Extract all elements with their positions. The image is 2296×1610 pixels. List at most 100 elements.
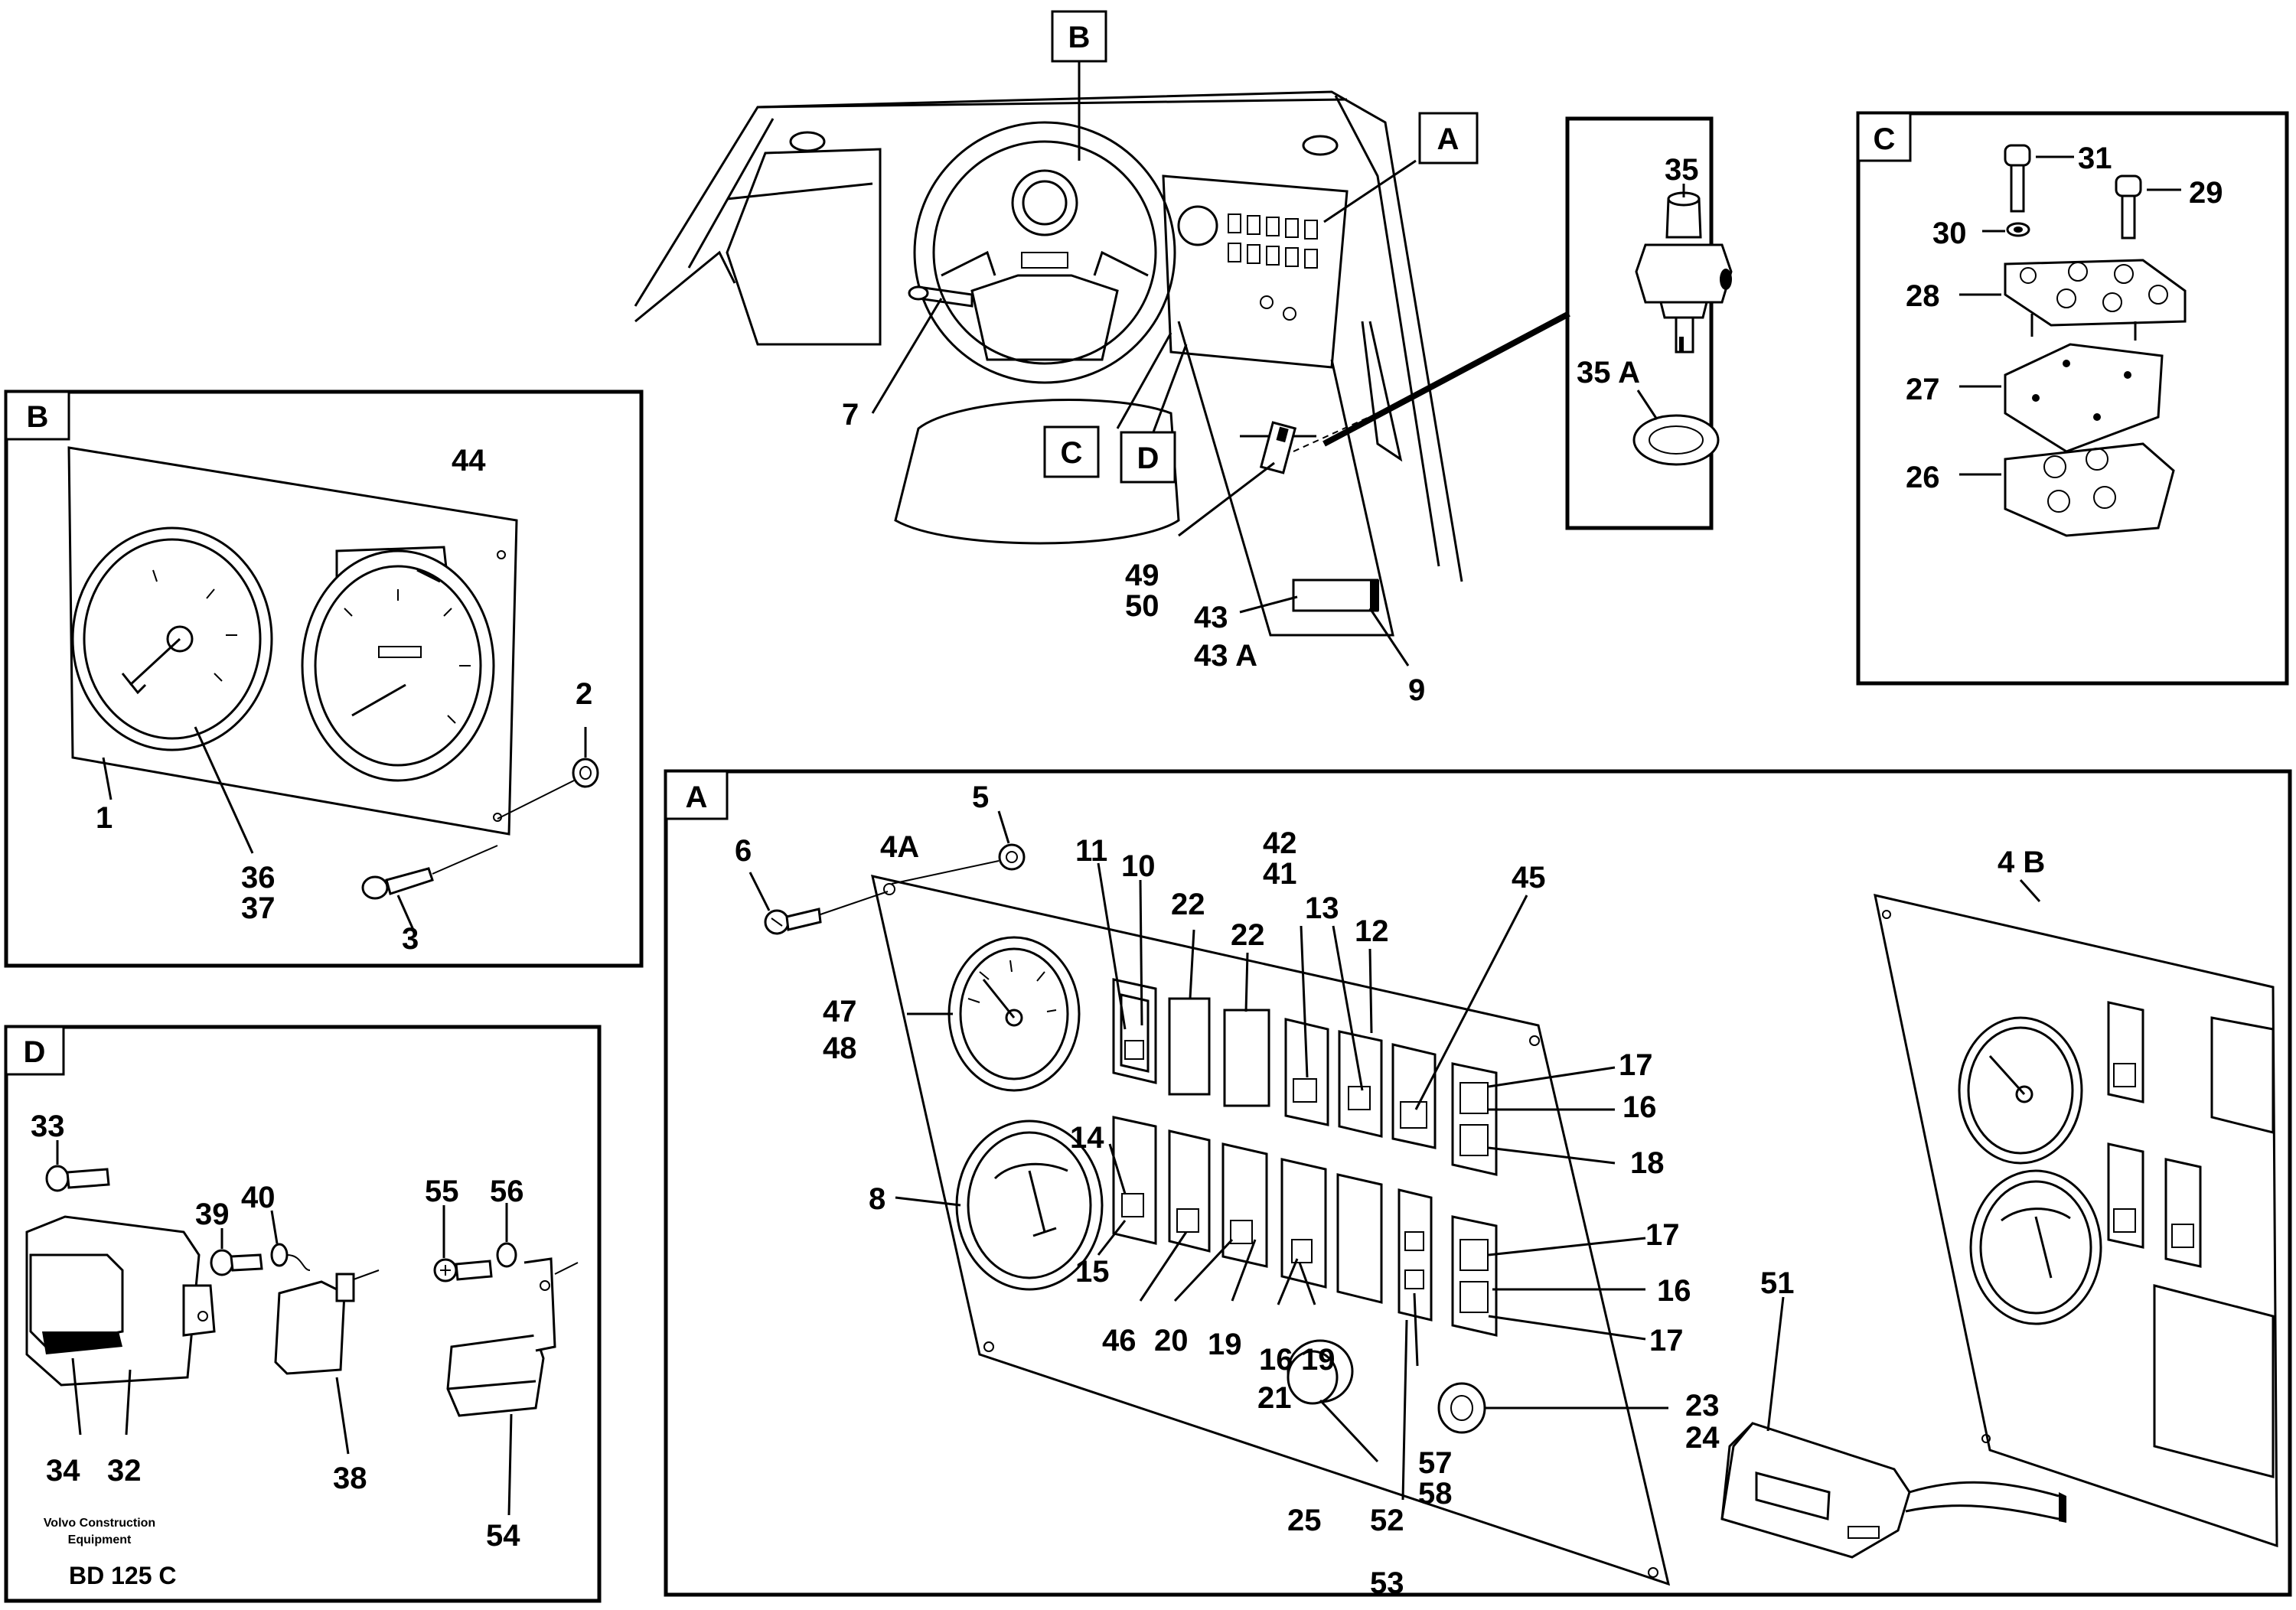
switch-20 bbox=[1168, 1129, 1211, 1253]
label-15: 15 bbox=[1075, 1255, 1110, 1289]
label-43A: 43 A bbox=[1194, 639, 1257, 673]
label-1: 1 bbox=[96, 801, 113, 835]
cab-rocker-switch bbox=[1259, 421, 1297, 474]
svg-text:B: B bbox=[1068, 21, 1091, 54]
label-17c: 17 bbox=[1649, 1324, 1684, 1357]
label-44: 44 bbox=[452, 444, 486, 477]
box-label-D-top: D bbox=[1120, 431, 1176, 484]
switch-4B-c bbox=[2164, 1158, 2202, 1268]
label-16a: 16 bbox=[1623, 1090, 1657, 1124]
label-35A: 35 A bbox=[1577, 356, 1640, 389]
gauge-8 bbox=[955, 1120, 1104, 1291]
switch-blank bbox=[1336, 1173, 1383, 1304]
screw-6 bbox=[748, 872, 889, 935]
label-22a: 22 bbox=[1171, 888, 1205, 921]
label-48: 48 bbox=[823, 1032, 857, 1065]
cab-leaders bbox=[871, 61, 1417, 666]
label-9: 9 bbox=[1408, 673, 1425, 707]
box-label-C-top: C bbox=[1043, 425, 1100, 478]
inset-sensor-35 bbox=[1565, 116, 1733, 530]
svg-text:D: D bbox=[1137, 442, 1159, 475]
label-18: 18 bbox=[1630, 1146, 1665, 1180]
svg-text:A: A bbox=[686, 781, 708, 814]
label-41: 41 bbox=[1263, 857, 1297, 891]
label-3: 3 bbox=[402, 922, 419, 956]
label-46: 46 bbox=[1102, 1324, 1137, 1357]
brand-line-2: Equipment bbox=[68, 1533, 132, 1546]
label-40: 40 bbox=[241, 1181, 276, 1214]
svg-text:A: A bbox=[1437, 122, 1459, 156]
brand-line-1: Volvo Construction bbox=[44, 1517, 155, 1530]
knob-23 bbox=[1437, 1382, 1486, 1434]
label-17b: 17 bbox=[1645, 1218, 1680, 1252]
nut-2 bbox=[572, 727, 599, 788]
switch-14-15 bbox=[1112, 1116, 1157, 1245]
switch-52-57 bbox=[1397, 1188, 1433, 1322]
gauge-47 bbox=[947, 936, 1081, 1092]
screw-39 bbox=[210, 1228, 263, 1276]
screw-33 bbox=[45, 1140, 110, 1192]
label-19a: 19 bbox=[1208, 1328, 1242, 1361]
steering-wheel bbox=[913, 121, 1176, 384]
detail-A-leaders bbox=[895, 862, 1668, 1501]
label-25: 25 bbox=[1287, 1504, 1322, 1537]
switch-4B-a bbox=[2107, 1001, 2144, 1103]
label-10: 10 bbox=[1121, 849, 1156, 883]
label-34: 34 bbox=[46, 1454, 80, 1488]
switch-16-18 bbox=[1451, 1062, 1498, 1176]
label-54: 54 bbox=[486, 1519, 520, 1553]
svg-text:D: D bbox=[24, 1035, 46, 1069]
label-51: 51 bbox=[1760, 1266, 1795, 1300]
label-26: 26 bbox=[1906, 461, 1940, 494]
label-50: 50 bbox=[1125, 589, 1159, 623]
cab-switch-grid bbox=[1228, 213, 1318, 269]
label-35: 35 bbox=[1665, 153, 1699, 187]
label-13: 13 bbox=[1305, 891, 1339, 925]
label-16b: 16 bbox=[1657, 1274, 1691, 1308]
label-28: 28 bbox=[1906, 279, 1940, 313]
label-39: 39 bbox=[195, 1198, 230, 1231]
screw-55 bbox=[433, 1205, 493, 1282]
label-5: 5 bbox=[972, 781, 989, 814]
label-19b: 19 bbox=[1301, 1343, 1336, 1377]
label-4A: 4A bbox=[880, 830, 919, 864]
detail-D: D bbox=[4, 1025, 602, 1603]
label-45: 45 bbox=[1512, 861, 1546, 895]
relay-54 bbox=[446, 1257, 579, 1516]
washer-30 bbox=[1982, 222, 2030, 237]
label-4B: 4 B bbox=[1998, 846, 2045, 879]
gauge-4B-lower bbox=[1969, 1169, 2102, 1325]
bolt-29 bbox=[2115, 174, 2181, 240]
svg-text:B: B bbox=[27, 400, 49, 434]
label-31: 31 bbox=[2078, 142, 2112, 175]
label-22b: 22 bbox=[1231, 918, 1265, 952]
washer-56 bbox=[496, 1203, 517, 1268]
label-12: 12 bbox=[1355, 914, 1389, 948]
switch-16-17 bbox=[1451, 1215, 1498, 1337]
bracket-28 bbox=[1959, 259, 2187, 341]
label-36: 36 bbox=[241, 861, 276, 895]
gauge-4B-upper bbox=[1958, 1016, 2083, 1165]
label-29: 29 bbox=[2189, 176, 2223, 210]
detail-B: B bbox=[4, 389, 644, 968]
label-38: 38 bbox=[333, 1462, 367, 1495]
label-56: 56 bbox=[490, 1175, 524, 1208]
switch-45 bbox=[1391, 1043, 1437, 1149]
label-11: 11 bbox=[1075, 834, 1107, 868]
label-32: 32 bbox=[107, 1454, 142, 1488]
label-8: 8 bbox=[869, 1182, 885, 1216]
switch-22a bbox=[1168, 997, 1211, 1096]
switch-4B-b bbox=[2107, 1142, 2144, 1249]
label-58: 58 bbox=[1418, 1477, 1453, 1511]
label-17a: 17 bbox=[1619, 1048, 1653, 1082]
label-47: 47 bbox=[823, 995, 857, 1028]
label-6: 6 bbox=[735, 834, 752, 868]
screw-3 bbox=[361, 845, 498, 930]
label-52: 52 bbox=[1370, 1504, 1404, 1537]
switch-19 bbox=[1221, 1142, 1268, 1268]
nut-5 bbox=[891, 810, 1026, 885]
box-label-B-top: B bbox=[1051, 10, 1107, 63]
detail-C: C bbox=[1856, 111, 2289, 686]
label-7: 7 bbox=[842, 398, 859, 432]
label-2: 2 bbox=[576, 677, 592, 711]
